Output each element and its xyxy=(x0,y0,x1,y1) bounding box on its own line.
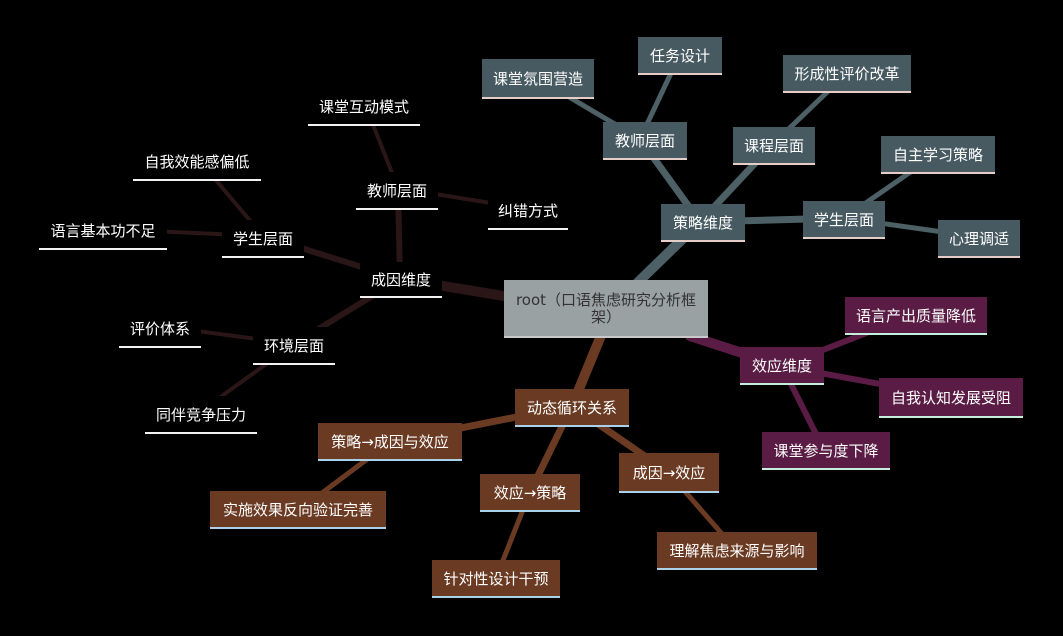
effect-dimension-node[interactable]: 效应维度 xyxy=(740,347,824,385)
strategy-teacher-label: 教师层面 xyxy=(614,131,675,150)
cycle-dimension-label: 动态循环关系 xyxy=(526,398,617,417)
cycle-e2s-node[interactable]: 效应→策略 xyxy=(480,474,580,512)
effect-child-2-label: 自我认知发展受阻 xyxy=(890,388,1011,407)
cause-teacher-child-2-label: 纠错方式 xyxy=(497,201,558,220)
strategy-teacher-child-2-label: 任务设计 xyxy=(649,46,710,65)
cause-student-child-1[interactable]: 自我效能感偏低 xyxy=(133,143,261,181)
cycle-s2c-child-1-label: 实施效果反向验证完善 xyxy=(222,500,373,519)
strategy-teacher-node[interactable]: 教师层面 xyxy=(603,122,687,160)
effect-child-3-label: 课堂参与度下降 xyxy=(773,441,879,460)
cycle-e2s-label: 效应→策略 xyxy=(493,483,567,502)
strategy-teacher-child-1[interactable]: 课堂氛围营造 xyxy=(482,59,594,99)
cycle-s2c-node[interactable]: 策略→成因与效应 xyxy=(318,423,462,461)
cause-teacher-child-1-label: 课堂互动模式 xyxy=(318,97,409,116)
cause-environment-child-2[interactable]: 同伴竞争压力 xyxy=(145,396,257,434)
cause-teacher-node[interactable]: 教师层面 xyxy=(356,172,438,210)
strategy-teacher-child-2[interactable]: 任务设计 xyxy=(638,37,722,75)
cause-teacher-child-2[interactable]: 纠错方式 xyxy=(488,192,568,230)
cycle-c2e-child-1[interactable]: 理解焦虑来源与影响 xyxy=(657,532,817,570)
effect-child-3[interactable]: 课堂参与度下降 xyxy=(762,432,890,470)
cause-environment-node[interactable]: 环境层面 xyxy=(253,327,335,365)
cause-dimension-node[interactable]: 成因维度 xyxy=(360,262,442,298)
root-label: root（口语焦虑研究分析框架） xyxy=(515,291,697,326)
strategy-teacher-child-1-label: 课堂氛围营造 xyxy=(492,69,583,88)
cause-student-child-2[interactable]: 语言基本功不足 xyxy=(39,212,167,250)
effect-child-2[interactable]: 自我认知发展受阻 xyxy=(879,378,1023,418)
strategy-dimension-node[interactable]: 策略维度 xyxy=(661,204,745,242)
cycle-c2e-label: 成因→效应 xyxy=(632,463,706,482)
cause-student-label: 学生层面 xyxy=(232,229,293,248)
effect-child-1[interactable]: 语言产出质量降低 xyxy=(845,297,987,335)
strategy-student-label: 学生层面 xyxy=(813,210,874,229)
strategy-student-child-2-label: 心理调适 xyxy=(948,229,1009,248)
strategy-course-label: 课程层面 xyxy=(743,136,804,155)
cause-environment-child-1-label: 评价体系 xyxy=(129,319,190,338)
strategy-course-child-1-label: 形成性评价改革 xyxy=(794,64,900,83)
strategy-student-child-2[interactable]: 心理调适 xyxy=(938,220,1020,258)
cycle-dimension-node[interactable]: 动态循环关系 xyxy=(515,389,629,427)
strategy-student-node[interactable]: 学生层面 xyxy=(803,201,885,239)
root-node[interactable]: root（口语焦虑研究分析框架） xyxy=(504,280,708,338)
strategy-student-child-1-label: 自主学习策略 xyxy=(892,145,983,164)
cause-environment-child-1[interactable]: 评价体系 xyxy=(119,310,201,348)
cause-student-node[interactable]: 学生层面 xyxy=(222,220,304,258)
cycle-e2s-child-1[interactable]: 针对性设计干预 xyxy=(432,560,560,598)
cause-environment-label: 环境层面 xyxy=(263,336,324,355)
cycle-c2e-child-1-label: 理解焦虑来源与影响 xyxy=(669,541,805,560)
cycle-s2c-child-1[interactable]: 实施效果反向验证完善 xyxy=(210,491,386,529)
effect-child-1-label: 语言产出质量降低 xyxy=(855,306,976,325)
cause-dimension-label: 成因维度 xyxy=(370,270,431,289)
cycle-e2s-child-1-label: 针对性设计干预 xyxy=(443,569,549,588)
cause-student-child-2-label: 语言基本功不足 xyxy=(50,221,156,240)
cause-student-child-1-label: 自我效能感偏低 xyxy=(144,152,250,171)
strategy-student-child-1[interactable]: 自主学习策略 xyxy=(881,136,995,174)
strategy-course-child-1[interactable]: 形成性评价改革 xyxy=(783,55,911,93)
cause-environment-child-2-label: 同伴竞争压力 xyxy=(155,405,246,424)
strategy-course-node[interactable]: 课程层面 xyxy=(733,127,815,165)
cycle-c2e-node[interactable]: 成因→效应 xyxy=(619,453,719,493)
effect-dimension-label: 效应维度 xyxy=(751,356,812,375)
cycle-s2c-label: 策略→成因与效应 xyxy=(331,432,449,451)
cause-teacher-child-1[interactable]: 课堂互动模式 xyxy=(308,88,420,126)
cause-teacher-label: 教师层面 xyxy=(366,181,427,200)
strategy-dimension-label: 策略维度 xyxy=(672,213,733,232)
